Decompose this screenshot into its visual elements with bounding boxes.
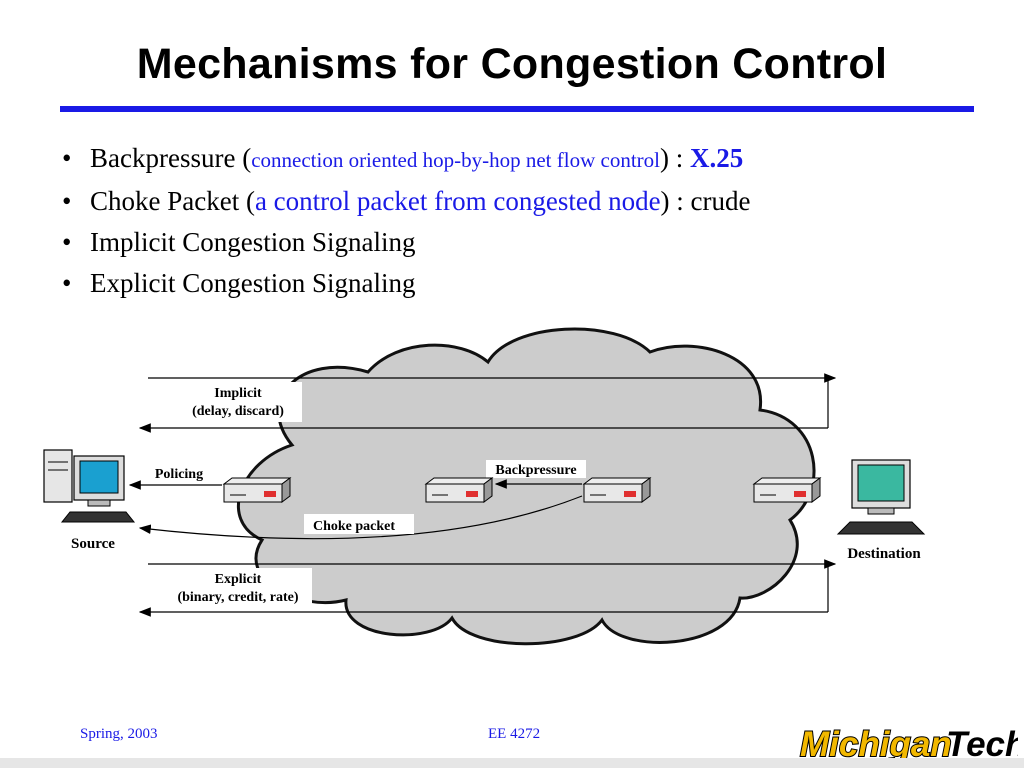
router-icon xyxy=(222,477,292,503)
bullet-text: Implicit Congestion Signaling xyxy=(90,227,416,257)
router-icon xyxy=(752,477,822,503)
explicit-label: Explicit xyxy=(215,572,262,587)
bullet-detail: connection oriented hop-by-hop net flow … xyxy=(251,148,660,172)
bullet-text: Choke Packet ( xyxy=(90,186,255,216)
bullet-close: ) : xyxy=(660,143,690,173)
destination-computer-icon xyxy=(836,459,926,535)
bullet-list: • Backpressure (connection oriented hop-b… xyxy=(62,138,751,304)
footer-band xyxy=(0,758,1024,768)
logo-text-tech: Tech xyxy=(946,725,1018,764)
congestion-diagram: Implicit (delay, discard) Explicit (bina… xyxy=(43,327,926,646)
policing-label: Policing xyxy=(155,467,203,482)
bullet-choke-packet: • Choke Packet (a control packet from con… xyxy=(62,181,751,222)
choke-packet-arrow xyxy=(138,495,583,540)
bullet-text: Explicit Congestion Signaling xyxy=(90,268,416,298)
bullet-text: Backpressure ( xyxy=(90,143,252,173)
bullet-implicit: • Implicit Congestion Signaling xyxy=(62,222,751,263)
implicit-sub-label: (delay, discard) xyxy=(192,404,284,419)
network-cloud xyxy=(236,327,816,646)
source-computer-icon xyxy=(43,449,136,523)
title-underline xyxy=(60,106,974,112)
explicit-sub-label: (binary, credit, rate) xyxy=(177,590,298,605)
footer-course: EE 4272 xyxy=(488,726,541,742)
bullet-tag: X.25 xyxy=(690,143,744,173)
bullet-close: ) : crude xyxy=(660,186,751,216)
source-label: Source xyxy=(71,536,115,552)
slide-title: Mechanisms for Congestion Control xyxy=(136,40,888,88)
logo-text-michigan: Michigan xyxy=(800,725,952,764)
implicit-label: Implicit xyxy=(214,386,262,401)
bullet-dot: • xyxy=(62,186,72,216)
backpressure-label: Backpressure xyxy=(495,463,576,478)
router-icon xyxy=(424,477,494,503)
bullet-detail: a control packet from congested node xyxy=(254,186,661,216)
bullet-dot: • xyxy=(62,227,72,257)
bullet-dot: • xyxy=(62,268,72,298)
choke-packet-label: Choke packet xyxy=(313,519,395,534)
bullet-dot: • xyxy=(62,143,72,173)
destination-label: Destination xyxy=(847,546,921,562)
michigan-tech-logo: Michigan Tech xyxy=(799,724,1018,764)
footer-date: Spring, 2003 xyxy=(80,726,158,742)
bullet-explicit: • Explicit Congestion Signaling xyxy=(62,263,751,304)
bullet-backpressure: • Backpressure (connection oriented hop-b… xyxy=(62,138,751,181)
router-icon xyxy=(582,477,652,503)
